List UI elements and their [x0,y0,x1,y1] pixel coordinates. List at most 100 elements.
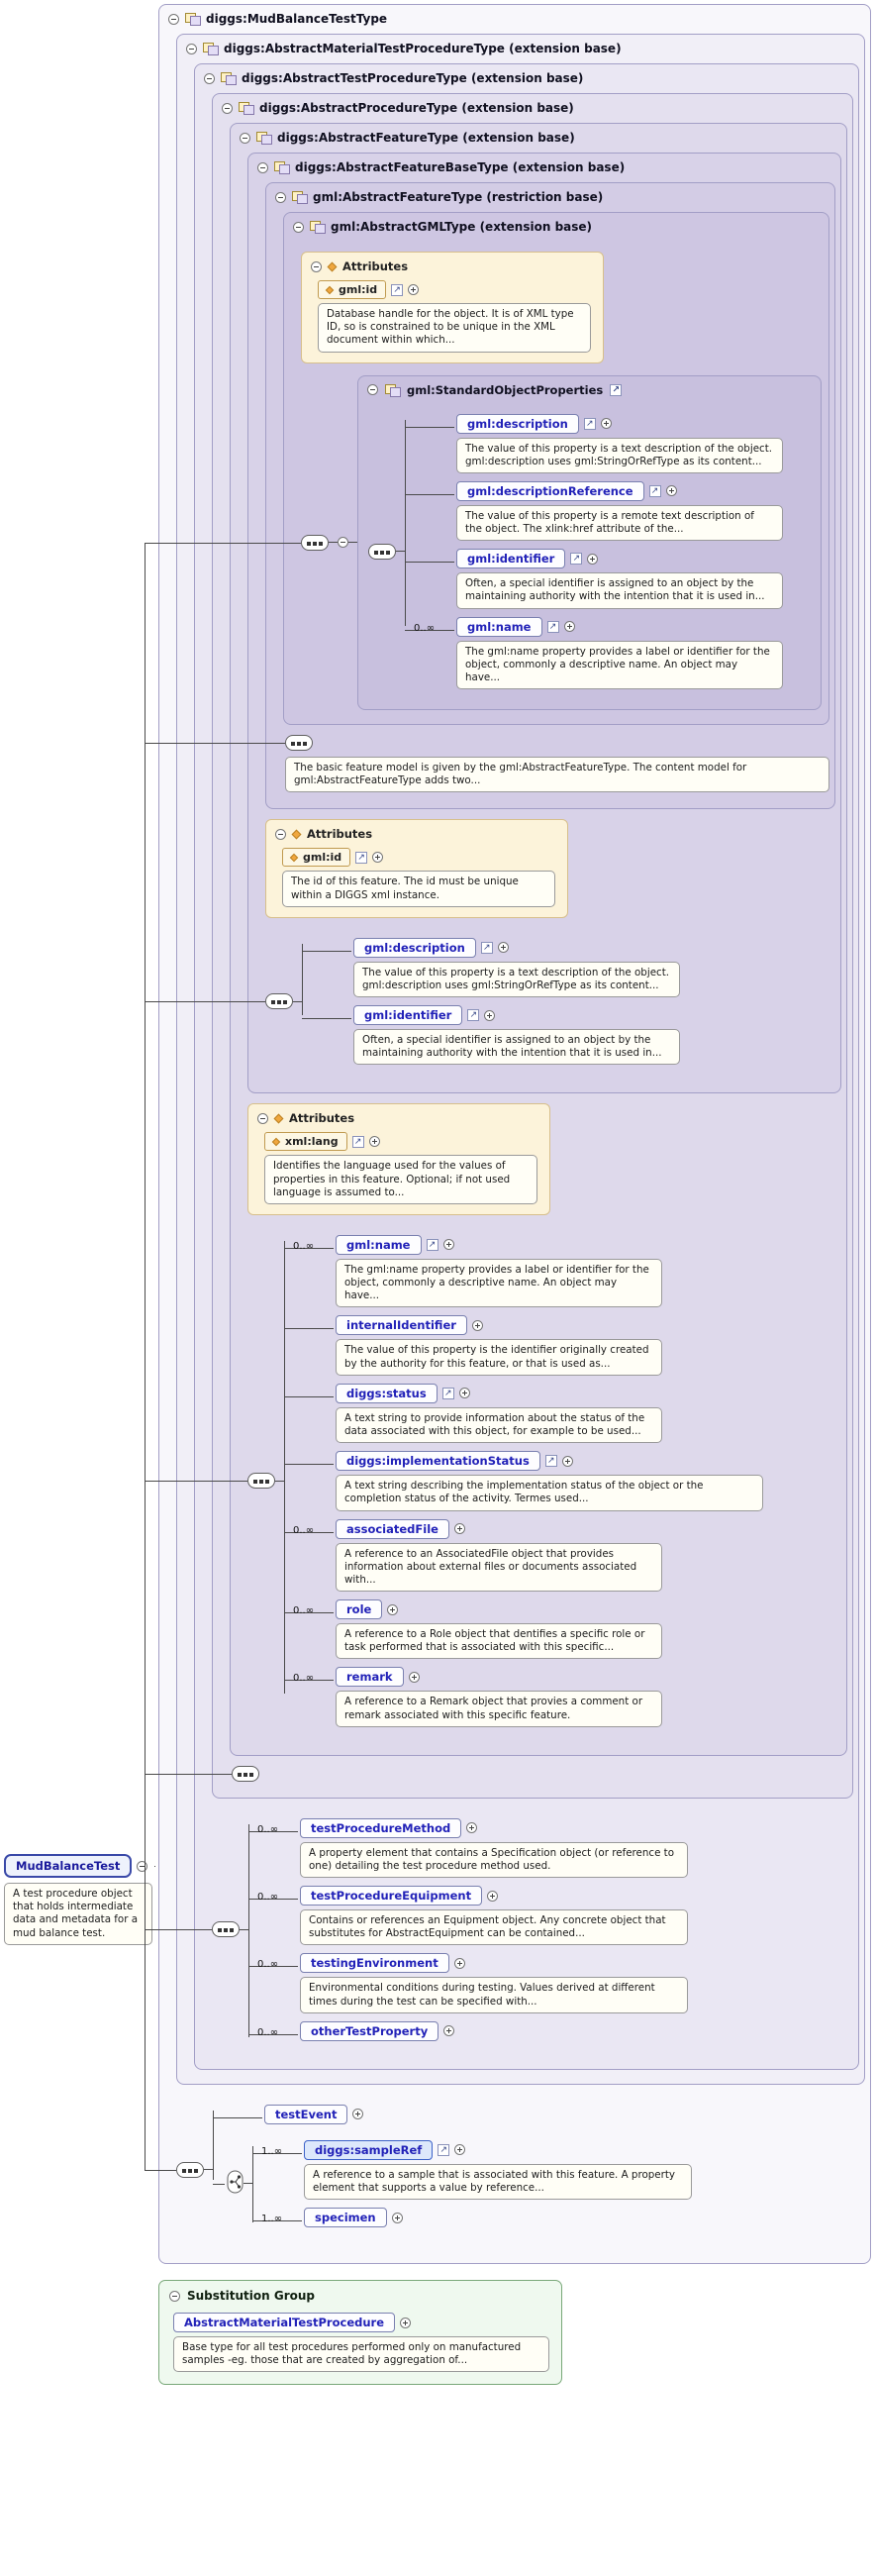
expand-icon[interactable] [600,418,612,430]
expand-icon[interactable] [484,1009,496,1021]
root-element-panel: MudBalanceTest A test procedure object t… [4,1854,154,1945]
expand-icon[interactable] [466,1822,478,1834]
goto-definition-icon[interactable] [467,1009,480,1022]
attribute-xml-lang[interactable]: xml:lang [264,1132,347,1152]
element-diggs-implementationstatus[interactable]: diggs:implementationStatus [336,1451,540,1472]
element-gml-identifier[interactable]: gml:identifier [456,549,566,569]
sequence-group: gml:description The value of this proper… [265,930,835,1074]
collapse-icon[interactable] [338,537,348,549]
collapse-icon[interactable] [137,1860,148,1872]
goto-definition-icon[interactable] [544,1455,557,1468]
element-diggs-status[interactable]: diggs:status [336,1383,438,1403]
expand-icon[interactable] [387,1603,399,1615]
collapse-icon[interactable] [275,828,286,840]
expand-icon[interactable] [665,485,677,497]
element-gml-descriptionreference[interactable]: gml:descriptionReference [456,480,644,501]
expand-icon[interactable] [497,942,509,954]
expand-icon[interactable] [487,1890,499,1902]
complextype-icon [274,161,290,174]
attributes-header: Attributes [266,820,567,848]
collapse-icon[interactable] [257,161,268,173]
element-testevent[interactable]: testEvent [264,2104,348,2124]
expand-icon[interactable] [442,1239,454,1251]
element-item: gml:description [405,413,811,473]
collapse-icon[interactable] [367,384,378,396]
goto-definition-icon[interactable] [441,1387,454,1399]
expand-icon[interactable] [443,2025,455,2037]
expand-icon[interactable] [408,1671,420,1683]
connector-line [145,1001,265,1002]
element-gml-description[interactable]: gml:description [456,413,579,434]
choice-group: 1..∞ diggs:sampleRef A reference to a sa… [227,2132,865,2235]
element-gml-description[interactable]: gml:description [353,937,476,958]
element-list: gml:description The value of this proper… [302,930,835,1074]
goto-definition-icon[interactable] [355,851,368,864]
element-associatedfile[interactable]: associatedFile [336,1518,449,1539]
element-testproceduremethod[interactable]: testProcedureMethod [300,1817,462,1838]
element-testingenvironment[interactable]: testingEnvironment [300,1953,449,1974]
expand-icon[interactable] [372,852,384,864]
occurrence-label: 0..∞ [414,622,436,634]
sequence-icon [285,735,313,752]
element-item: testEvent [213,2104,865,2124]
group-header: gml:StandardObjectProperties [358,376,821,404]
collapse-icon[interactable] [169,2290,180,2302]
collapse-icon[interactable] [311,260,322,272]
element-gml-name[interactable]: gml:name [336,1234,422,1255]
collapse-icon[interactable] [257,1112,268,1124]
goto-definition-icon[interactable] [351,1135,364,1148]
element-abstractmaterialtestprocedure[interactable]: AbstractMaterialTestProcedure [173,2313,396,2333]
element-othertestproperty[interactable]: otherTestProperty [300,2020,439,2041]
sequence-icon [368,543,396,560]
attribute-label: gml:id [303,851,342,865]
element-diggs-sampleref[interactable]: diggs:sampleRef [304,2139,434,2160]
element-specimen[interactable]: specimen [304,2208,387,2228]
expand-icon[interactable] [453,1957,465,1969]
goto-definition-icon[interactable] [648,484,661,497]
expand-icon[interactable] [408,284,420,295]
element-internalidentifier[interactable]: internalIdentifier [336,1315,467,1336]
expand-icon[interactable] [391,2212,403,2223]
expand-icon[interactable] [471,1319,483,1331]
goto-definition-icon[interactable] [610,383,623,396]
expand-icon[interactable] [453,1523,465,1534]
type-title: gml:AbstractGMLType (extension base) [331,220,593,234]
element-remark[interactable]: remark [336,1667,404,1688]
goto-definition-icon[interactable] [391,283,404,296]
expand-icon[interactable] [454,2144,466,2156]
collapse-icon[interactable] [222,102,233,114]
connector-line [145,2170,176,2171]
collapse-icon[interactable] [204,72,215,84]
goto-definition-icon[interactable] [570,553,583,566]
type-header: diggs:AbstractFeatureBaseType (extension… [248,154,840,180]
goto-definition-icon[interactable] [480,941,493,954]
collapse-icon[interactable] [275,191,286,203]
attribute-gml-id[interactable]: gml:id [282,848,351,868]
element-gml-name[interactable]: gml:name [456,616,542,637]
element-mudbalancetest[interactable]: MudBalanceTest [4,1854,133,1878]
collapse-icon[interactable] [240,132,250,144]
goto-definition-icon[interactable] [426,1238,438,1251]
expand-icon[interactable] [368,1136,380,1148]
expand-icon[interactable] [400,2317,412,2328]
expand-icon[interactable] [458,1388,470,1399]
expand-icon[interactable] [352,2109,364,2120]
element-testprocedureequipment[interactable]: testProcedureEquipment [300,1886,483,1906]
expand-icon[interactable] [563,621,575,633]
goto-definition-icon[interactable] [546,620,559,633]
documentation: Contains or references an Equipment obje… [300,1909,688,1946]
type-abstractmaterialtestproceduretype: diggs:AbstractMaterialTestProcedureType … [176,34,865,2085]
collapse-icon[interactable] [186,43,197,54]
type-abstractproceduretype: diggs:AbstractProcedureType (extension b… [212,93,853,1799]
attribute-gml-id[interactable]: gml:id [318,280,387,299]
collapse-icon[interactable] [168,13,179,25]
element-gml-identifier[interactable]: gml:identifier [353,1005,463,1026]
type-title: diggs:AbstractFeatureBaseType (extension… [295,160,626,174]
goto-definition-icon[interactable] [438,2143,450,2156]
complextype-icon [256,132,272,145]
goto-definition-icon[interactable] [583,417,596,430]
expand-icon[interactable] [587,553,599,565]
collapse-icon[interactable] [293,221,304,233]
expand-icon[interactable] [561,1455,573,1467]
element-role[interactable]: role [336,1599,383,1620]
